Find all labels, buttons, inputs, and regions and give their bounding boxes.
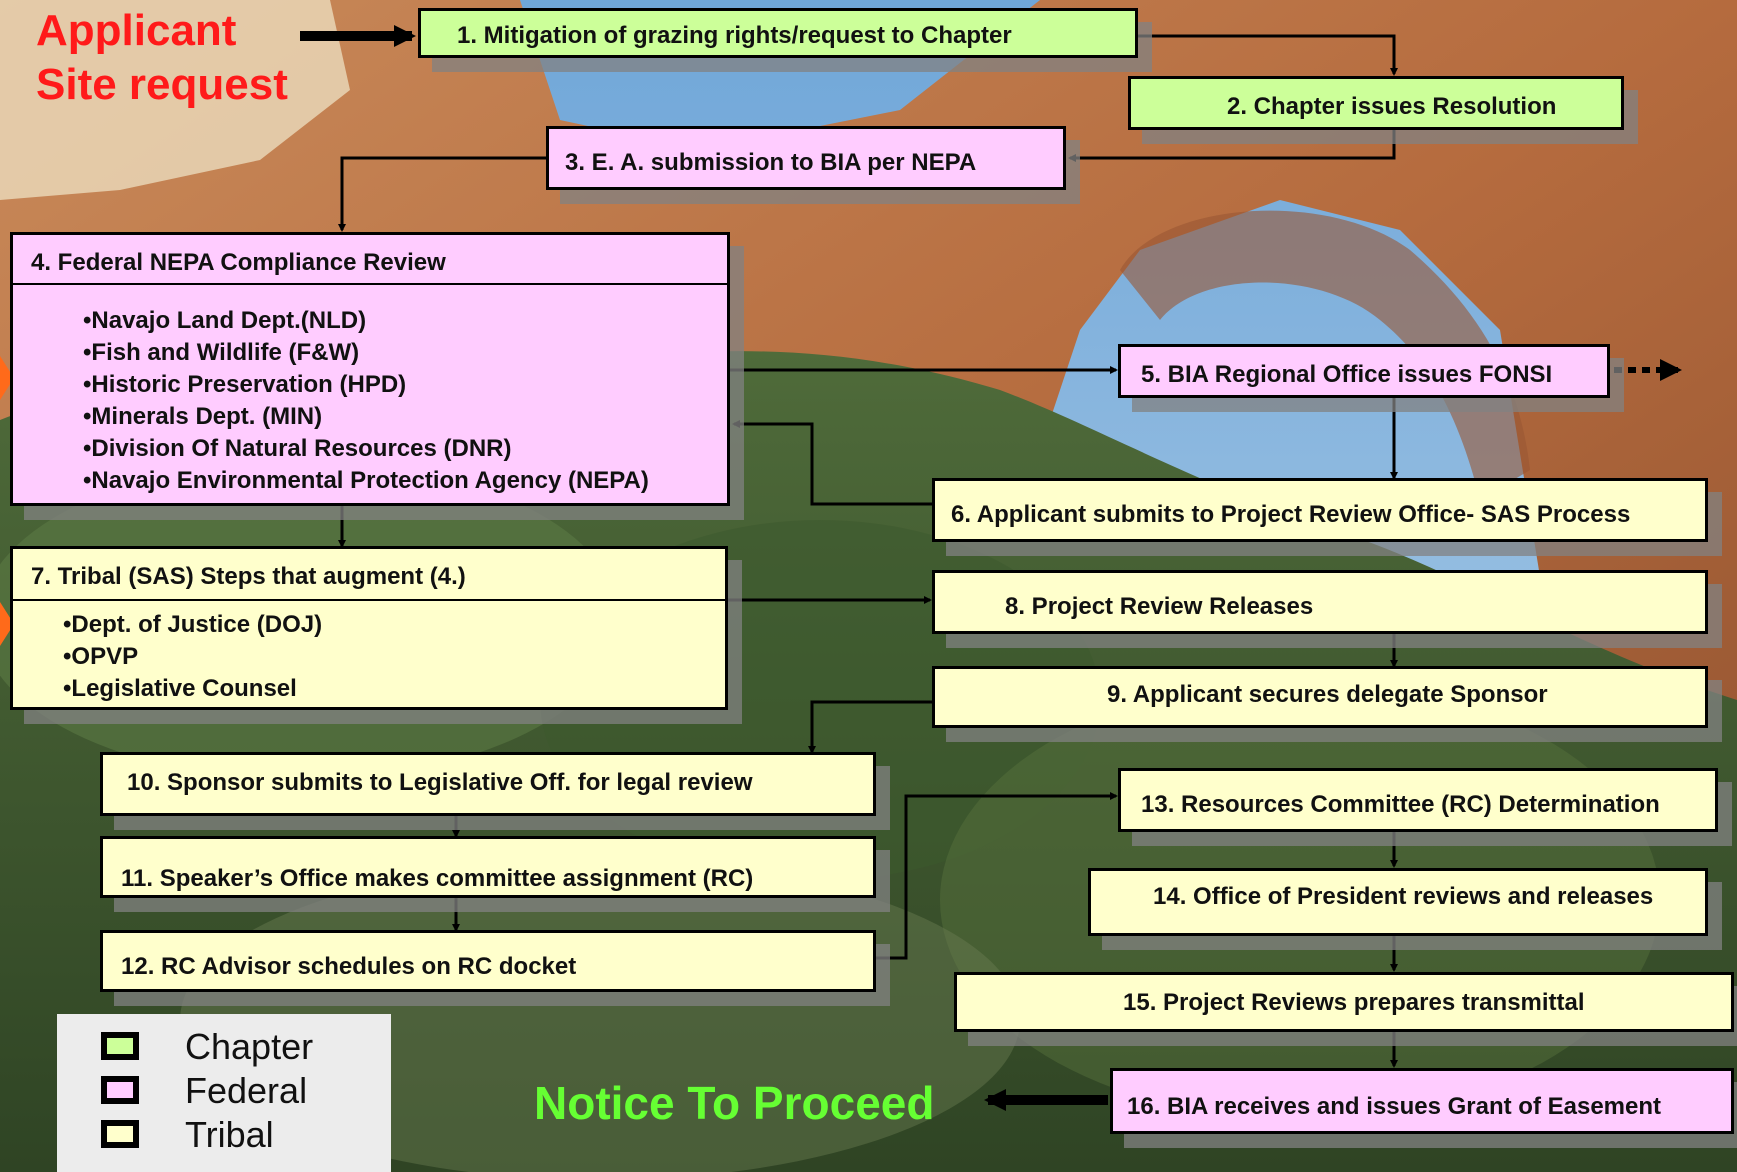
step-7-item: •Legislative Counsel — [63, 675, 297, 702]
applicant-title: Applicant Site request — [36, 4, 288, 112]
step-2-label: 2. Chapter issues Resolution — [1227, 93, 1557, 120]
step-11-box: 11. Speaker’s Office makes committee ass… — [100, 836, 876, 898]
step-4-box: 4. Federal NEPA Compliance Review •Navaj… — [10, 232, 730, 506]
step-1-label: 1. Mitigation of grazing rights/request … — [457, 22, 1012, 49]
step-12-label: 12. RC Advisor schedules on RC docket — [121, 953, 577, 980]
connector-3-4 — [338, 156, 546, 232]
legend-label: Tribal — [185, 1114, 274, 1155]
step-16-box: 16. BIA receives and issues Grant of Eas… — [1110, 1068, 1734, 1134]
step-14-box: 14. Office of President reviews and rele… — [1088, 868, 1708, 936]
step-15-box: 15. Project Reviews prepares transmittal — [954, 972, 1734, 1032]
step-7-list: •Dept. of Justice (DOJ) •OPVP •Legislati… — [63, 609, 322, 705]
step-7-item: •Dept. of Justice (DOJ) — [63, 611, 323, 638]
step-4-title: 4. Federal NEPA Compliance Review — [31, 249, 446, 276]
step-5-label: 5. BIA Regional Office issues FONSI — [1141, 361, 1553, 388]
applicant-title-line2: Site request — [36, 60, 288, 109]
step-3-box: 3. E. A. submission to BIA per NEPA — [546, 126, 1066, 190]
connector-12-13 — [876, 792, 1118, 960]
connector-1-2 — [1138, 34, 1398, 76]
step-9-box: 9. Applicant secures delegate Sponsor — [932, 666, 1708, 728]
legend: Chapter Federal Tribal — [57, 1014, 391, 1172]
step-7-item: •OPVP — [63, 643, 139, 670]
step-13-label: 13. Resources Committee (RC) Determinati… — [1141, 791, 1660, 818]
step-15-label: 15. Project Reviews prepares transmittal — [1123, 989, 1585, 1016]
step-4-list: •Navajo Land Dept.(NLD) •Fish and Wildli… — [83, 305, 649, 497]
connector-2-3 — [1068, 130, 1396, 162]
step-4-item: •Minerals Dept. (MIN) — [83, 403, 323, 430]
step-16-label: 16. BIA receives and issues Grant of Eas… — [1127, 1093, 1662, 1120]
step-4-item: •Navajo Land Dept.(NLD) — [83, 307, 367, 334]
step-8-box: 8. Project Review Releases — [932, 570, 1708, 634]
notice-to-proceed: Notice To Proceed — [534, 1077, 935, 1129]
step-12-box: 12. RC Advisor schedules on RC docket — [100, 930, 876, 992]
step-1-box: 1. Mitigation of grazing rights/request … — [418, 8, 1138, 58]
applicant-title-line1: Applicant — [36, 6, 237, 55]
step-13-box: 13. Resources Committee (RC) Determinati… — [1118, 768, 1718, 832]
step-4-item: •Fish and Wildlife (F&W) — [83, 339, 360, 366]
step-7-header: 7. Tribal (SAS) Steps that augment (4.) — [13, 549, 725, 601]
step-6-label: 6. Applicant submits to Project Review O… — [951, 501, 1631, 528]
step-7-box: 7. Tribal (SAS) Steps that augment (4.) … — [10, 546, 728, 710]
legend-label: Federal — [185, 1070, 308, 1111]
step-4-header: 4. Federal NEPA Compliance Review — [13, 235, 727, 285]
connector-6-4 — [732, 420, 932, 506]
step-14-label: 14. Office of President reviews and rele… — [1153, 883, 1654, 910]
step-8-label: 8. Project Review Releases — [1005, 593, 1314, 620]
legend-swatch-federal — [101, 1076, 139, 1104]
connector-9-10 — [808, 700, 932, 754]
legend-swatch-tribal — [101, 1120, 139, 1148]
step-2-box: 2. Chapter issues Resolution — [1128, 76, 1624, 130]
step-6-box: 6. Applicant submits to Project Review O… — [932, 478, 1708, 542]
step-10-box: 10. Sponsor submits to Legislative Off. … — [100, 752, 876, 816]
step-11-label: 11. Speaker’s Office makes committee ass… — [121, 865, 754, 892]
step-4-item: •Division Of Natural Resources (DNR) — [83, 435, 512, 462]
legend-label: Chapter — [185, 1026, 314, 1067]
step-10-label: 10. Sponsor submits to Legislative Off. … — [127, 769, 753, 796]
step-4-item: •Historic Preservation (HPD) — [83, 371, 407, 398]
step-4-item: •Navajo Environmental Protection Agency … — [83, 467, 649, 494]
legend-swatch-chapter — [101, 1032, 139, 1060]
step-3-label: 3. E. A. submission to BIA per NEPA — [565, 149, 977, 176]
step-5-box: 5. BIA Regional Office issues FONSI — [1118, 344, 1610, 398]
step-9-label: 9. Applicant secures delegate Sponsor — [1107, 681, 1548, 708]
step-7-title: 7. Tribal (SAS) Steps that augment (4.) — [31, 563, 466, 590]
